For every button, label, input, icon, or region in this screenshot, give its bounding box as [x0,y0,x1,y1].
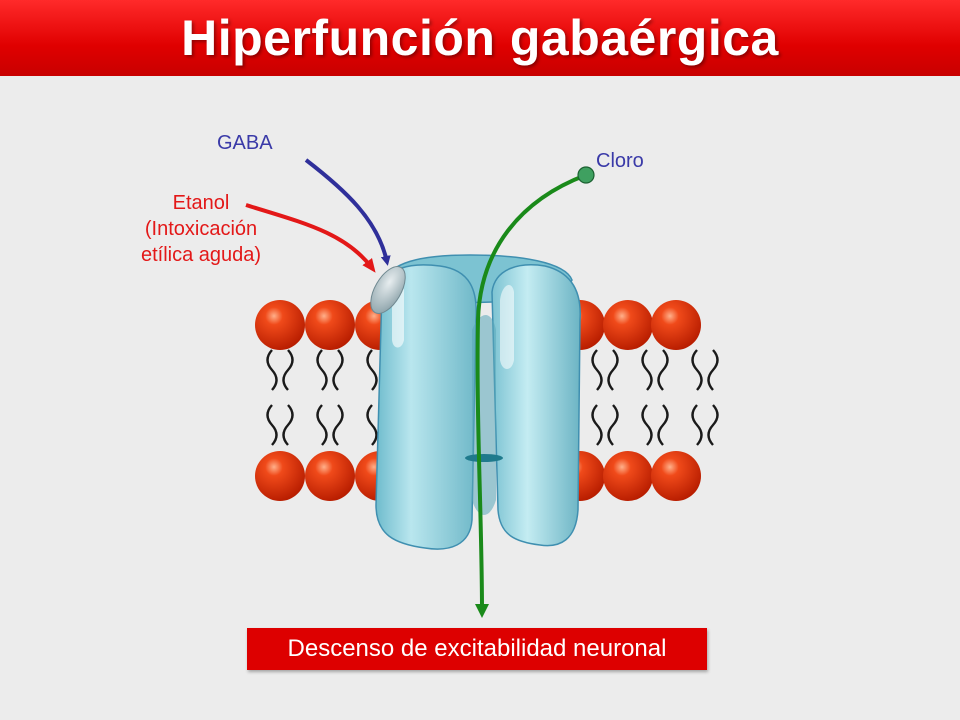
chloride-path-arrow [474,173,587,618]
etanol-label: Etanol (Intoxicación etílica aguda) [118,190,284,268]
lipid-tails [266,348,719,447]
etanol-label-line-2: (Intoxicación [144,218,258,240]
chloride-ion [577,166,595,184]
etanol-label-line-3: etílica aguda) [140,244,262,266]
result-box: Descenso de excitabilidad neuronal [247,628,707,670]
cloro-label: Cloro [596,150,644,172]
etanol-arrow [245,203,376,273]
chloride-channel [370,254,581,550]
phospholipid-heads-top [255,300,701,350]
gaba-arrow [304,158,391,266]
page-title: Hiperfunción gabaérgica [181,10,779,66]
result-text: Descenso de excitabilidad neuronal [287,635,667,662]
title-bar: Hiperfunción gabaérgica [0,0,960,76]
etanol-label-line-1: Etanol [172,192,230,214]
gaba-label: GABA [217,132,273,154]
